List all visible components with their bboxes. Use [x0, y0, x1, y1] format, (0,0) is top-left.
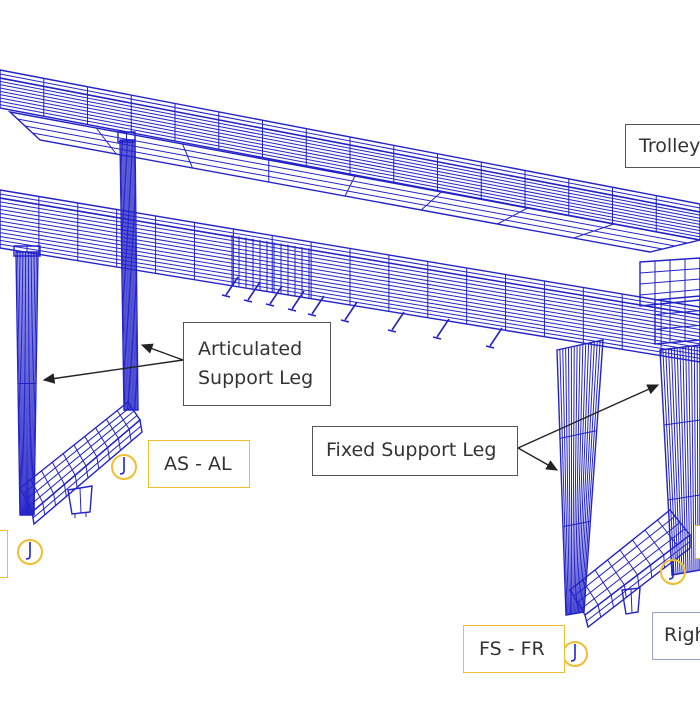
fs-fr-text: FS - FR — [479, 638, 545, 660]
as-al-label: AS - AL — [148, 440, 250, 488]
fixed-sill-side-cross-line — [651, 565, 652, 578]
support-fs-fr-pin — [571, 644, 575, 661]
left-edge-partial-label — [0, 530, 8, 578]
front-articulated-leg-cross-line — [28, 252, 29, 515]
support-left-edge-pin — [26, 542, 30, 559]
hanger-foot — [308, 314, 316, 316]
hanger-foot — [244, 300, 252, 302]
fixed-support-leg-label: Fixed Support Leg — [312, 426, 518, 476]
hanger-foot — [341, 320, 349, 322]
hanger-brace — [490, 328, 502, 346]
arrow-to-front-articulated-leg-head — [44, 374, 55, 383]
arrow-to-rear-fixed-leg-head — [647, 385, 658, 393]
hanger-foot — [388, 330, 396, 332]
right-edge-partial-label — [695, 525, 700, 559]
arrow-to-rear-fixed-leg — [518, 385, 658, 448]
hanger-foot — [433, 337, 441, 339]
support-as-al-pin — [120, 457, 124, 474]
hanger-foot — [288, 309, 296, 311]
arrow-to-rear-articulated-leg-head — [142, 344, 153, 352]
front-articulated-leg-cross-line — [25, 252, 26, 515]
fixed-sill-side-cross-line — [598, 605, 601, 617]
fixed-support-leg-text: Fixed Support Leg — [326, 439, 496, 461]
trolley-label-text: Trolley — [639, 135, 700, 157]
rear-girder-underside-cross-line — [345, 176, 355, 196]
as-al-text: AS - AL — [164, 453, 232, 475]
arrow-to-front-articulated-leg — [44, 360, 183, 380]
right-partial-label: Righ — [652, 612, 700, 660]
fs-fr-label: FS - FR — [463, 625, 565, 673]
right-partial-text: Righ — [664, 624, 700, 646]
fixed-sill-beam-cross-line — [620, 550, 638, 575]
hanger-foot — [486, 346, 494, 348]
fixed-sill-beam-cross-line — [645, 530, 664, 555]
articulated-support-leg-label: Articulated Support Leg — [183, 322, 331, 406]
trolley-label: Trolley — [625, 124, 700, 168]
rear-girder-underside-cross-line — [183, 144, 193, 168]
articulated-label-line2: Support Leg — [198, 364, 330, 393]
hanger-brace — [437, 319, 449, 337]
hanger-brace — [292, 291, 304, 309]
hanger-brace — [392, 312, 404, 330]
fixed-sill-beam-cross-line — [633, 540, 651, 565]
arrow-to-front-fixed-leg-head — [546, 461, 557, 470]
fixed-sill-beam-cross-line — [595, 570, 611, 595]
articulated-bogie-cross-line — [80, 488, 81, 513]
fixed-sill-beam-cross-line — [608, 560, 625, 585]
rear-girder-underside-cross-line — [96, 128, 116, 154]
hanger-foot — [266, 304, 274, 306]
hanger-foot — [222, 295, 230, 297]
articulated-label-line1: Articulated — [198, 335, 330, 364]
